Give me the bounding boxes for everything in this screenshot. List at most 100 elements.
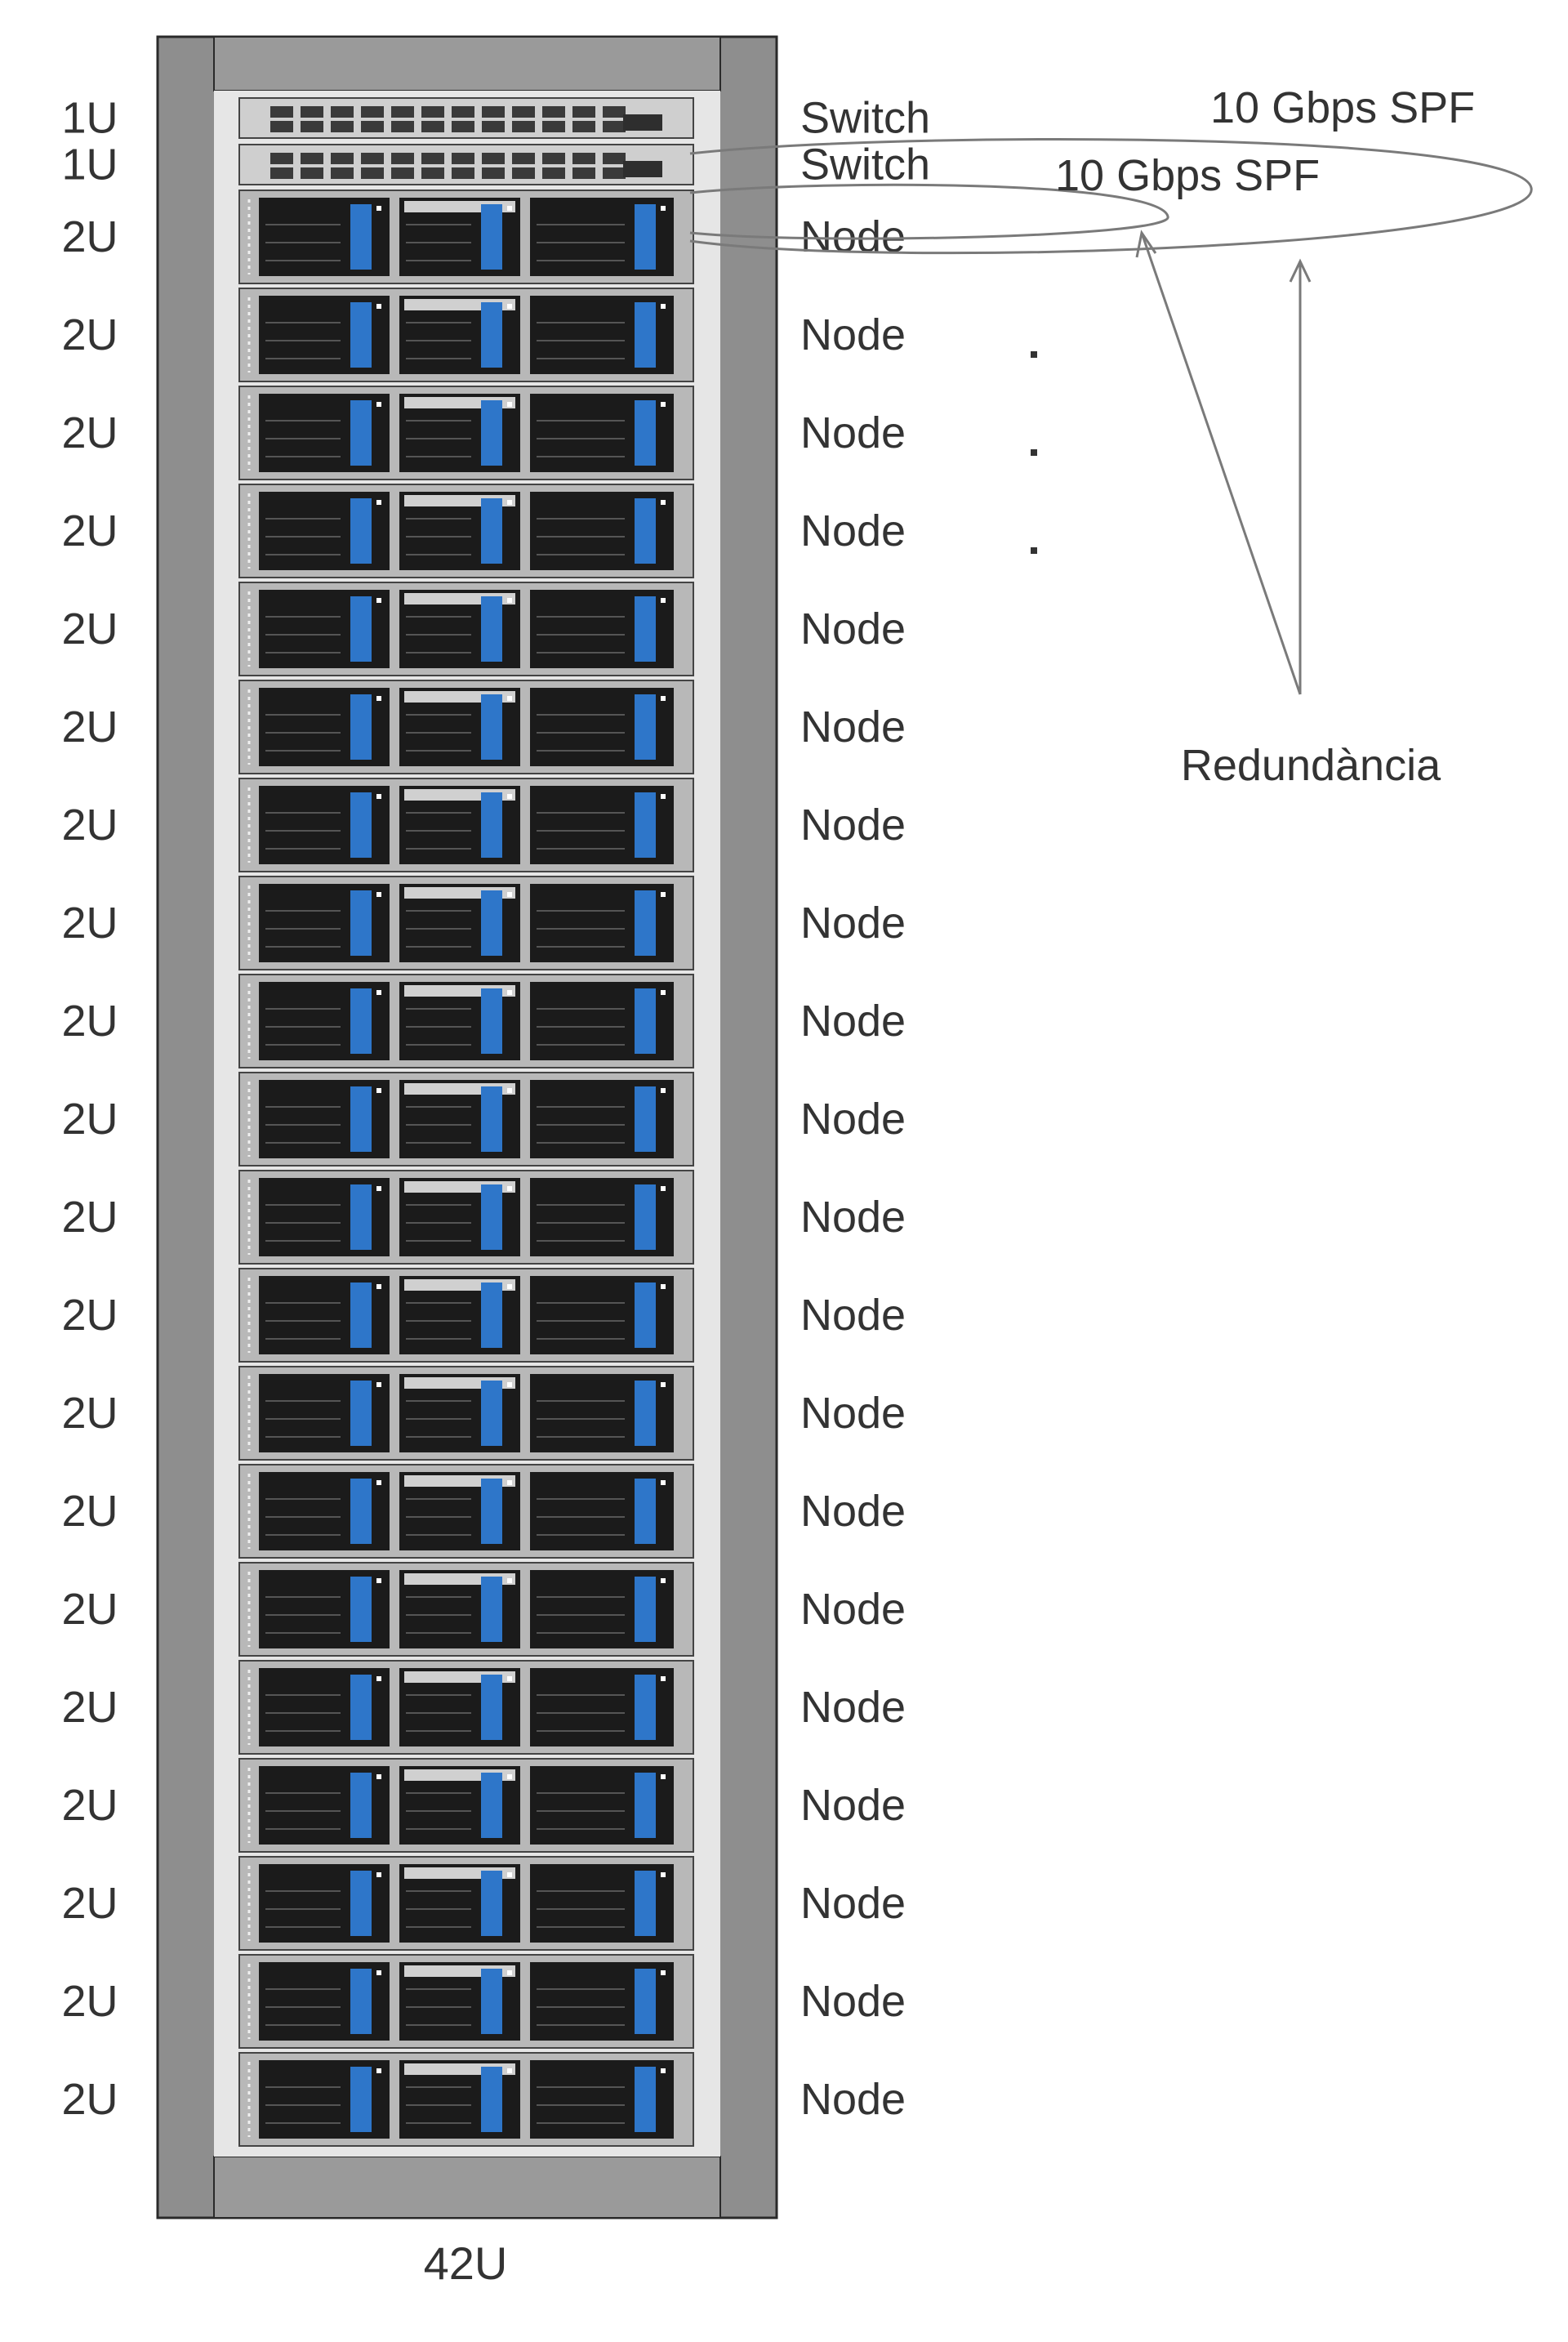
drive-led-panel: [350, 498, 372, 564]
switch-port: [603, 167, 626, 179]
device-labels: SwitchSwitchNodeNodeNodeNodeNodeNodeNode…: [800, 94, 930, 2125]
node-label: Node: [800, 408, 906, 457]
switch-port: [301, 106, 323, 118]
drive-led-panel: [481, 1479, 502, 1544]
node-unit: [238, 1170, 694, 1265]
unit-size-label: 2U: [61, 1291, 118, 1340]
switch-unit: [238, 97, 694, 139]
node-unit: [238, 190, 694, 284]
status-led: [661, 500, 666, 505]
status-led: [661, 1872, 666, 1877]
link-loop-outer: [689, 138, 1533, 255]
status-led: [661, 1382, 666, 1387]
switch-port: [512, 167, 535, 179]
node-unit: [238, 582, 694, 676]
status-led: [376, 402, 381, 407]
drive-led-panel: [350, 1283, 372, 1348]
drive-led-panel: [635, 2067, 656, 2132]
drive-led-panel: [350, 2067, 372, 2132]
drive-led-panel: [635, 1479, 656, 1544]
status-led: [376, 1480, 381, 1485]
node-label: Node: [800, 604, 906, 654]
status-led: [376, 794, 381, 799]
node-label: Node: [800, 1193, 906, 1242]
drive-led-panel: [481, 204, 502, 270]
drive-led-panel: [350, 596, 372, 662]
status-led: [507, 1578, 512, 1583]
status-led: [661, 892, 666, 897]
drive-led-panel: [635, 1086, 656, 1152]
drive-led-panel: [481, 988, 502, 1054]
switch-port: [482, 106, 505, 118]
status-led: [376, 990, 381, 995]
link-loop-inner: [689, 183, 1169, 240]
node-label: Node: [800, 997, 906, 1046]
drive-led-panel: [350, 1969, 372, 2034]
link-loops: [689, 138, 1533, 255]
node-label: Node: [800, 899, 906, 948]
node-label: Node: [800, 506, 906, 555]
node-unit: [238, 680, 694, 774]
link-label-1: 10 Gbps SPF: [1210, 83, 1475, 132]
switch-port: [512, 121, 535, 132]
switch-port: [482, 121, 505, 132]
drive-led-panel: [481, 400, 502, 466]
unit-size-label: 2U: [61, 703, 118, 752]
node-label: Node: [800, 1977, 906, 2026]
unit-size-label: 2U: [61, 1487, 118, 1536]
unit-size-label: 2U: [61, 1095, 118, 1144]
status-led: [376, 206, 381, 211]
switch-port: [572, 167, 595, 179]
unit-size-label: 2U: [61, 1683, 118, 1732]
continuation-dots: [1031, 351, 1037, 554]
unit-size-label: 2U: [61, 1781, 118, 1830]
node-unit: [238, 1856, 694, 1951]
unit-size-label: 2U: [61, 1879, 118, 1928]
node-unit: [238, 1464, 694, 1559]
unit-size-labels: 1U1U2U2U2U2U2U2U2U2U2U2U2U2U2U2U2U2U2U2U…: [61, 94, 118, 2125]
redundancy-arrowhead-1: [1135, 230, 1157, 258]
sfp-module: [623, 114, 662, 131]
switch-port: [270, 106, 293, 118]
drive-led-panel: [635, 204, 656, 270]
status-led: [507, 206, 512, 211]
unit-size-label: 2U: [61, 506, 118, 555]
switch-port: [361, 167, 384, 179]
switch-port: [301, 167, 323, 179]
switch-port: [572, 106, 595, 118]
switch-label: Switch: [800, 94, 930, 143]
status-led: [376, 1774, 381, 1779]
status-led: [376, 1872, 381, 1877]
status-led: [507, 1480, 512, 1485]
node-label: Node: [800, 2075, 906, 2124]
node-unit: [238, 484, 694, 578]
drive-led-panel: [635, 1184, 656, 1250]
drive-led-panel: [350, 1184, 372, 1250]
drive-led-panel: [350, 1479, 372, 1544]
drive-led-panel: [635, 792, 656, 858]
switch-port: [421, 167, 444, 179]
status-led: [661, 1676, 666, 1681]
redundancy-arrowhead-2: [1289, 258, 1312, 283]
drive-led-panel: [481, 302, 502, 368]
status-led: [376, 500, 381, 505]
status-led: [661, 1970, 666, 1975]
node-unit: [238, 876, 694, 970]
status-led: [661, 304, 666, 309]
switch-port: [391, 121, 414, 132]
status-led: [507, 1284, 512, 1289]
status-led: [661, 794, 666, 799]
status-led: [661, 696, 666, 701]
unit-size-label: 1U: [61, 94, 118, 143]
switch-port: [482, 153, 505, 164]
drive-led-panel: [350, 1086, 372, 1152]
node-unit: [238, 2052, 694, 2147]
node-unit: [238, 1954, 694, 2049]
node-unit: [238, 1268, 694, 1363]
status-led: [376, 1970, 381, 1975]
ellipsis-dot-1: [1031, 351, 1037, 358]
status-led: [376, 598, 381, 603]
switch-port: [542, 167, 565, 179]
drive-led-panel: [350, 1675, 372, 1740]
node-unit: [238, 778, 694, 872]
